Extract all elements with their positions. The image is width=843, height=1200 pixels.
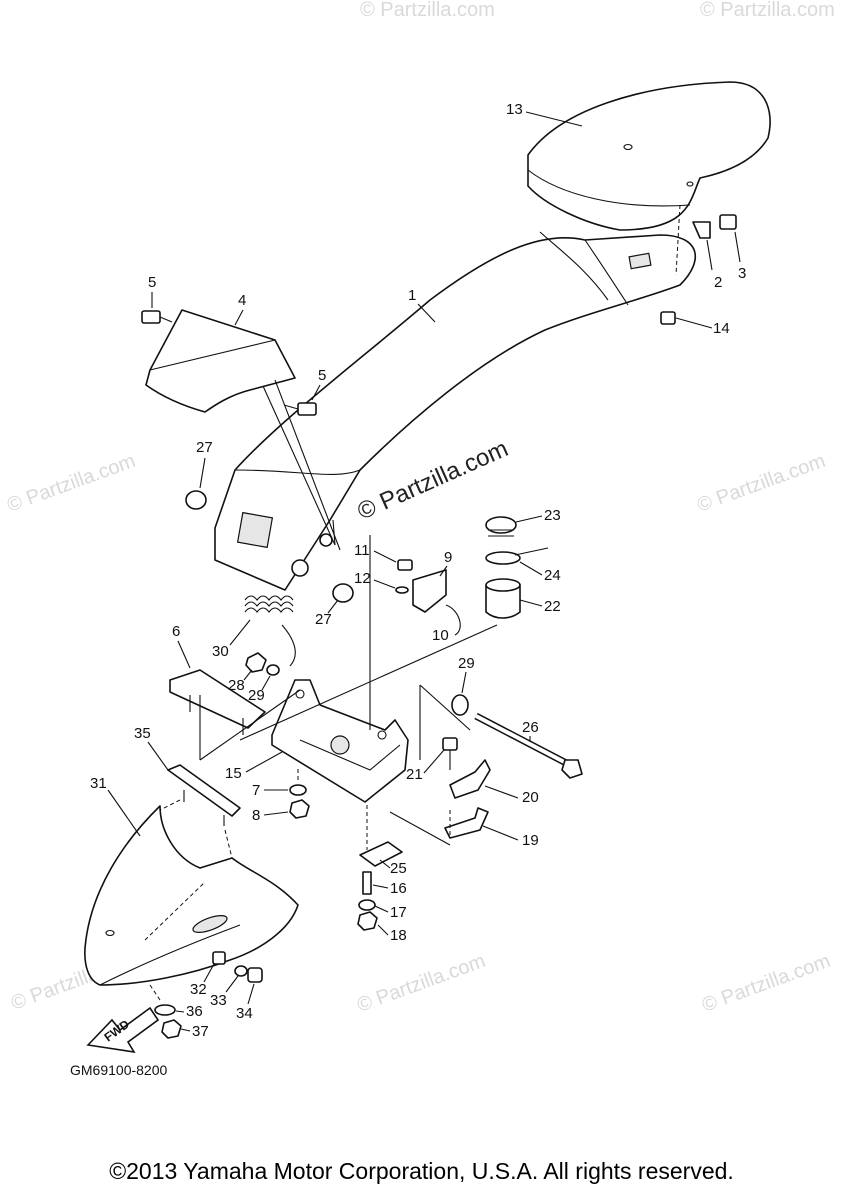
part-23-22-boot <box>485 516 549 619</box>
watermark-bottom-right: © Partzilla.com <box>699 950 833 1017</box>
watermark-left: © Partzilla.com <box>4 450 138 517</box>
callout-33: 33 <box>210 992 227 1009</box>
callout-22: 22 <box>544 598 561 615</box>
callout-20: 20 <box>522 789 539 806</box>
watermark-top-right: © Partzilla.com <box>700 0 835 21</box>
watermark-right: © Partzilla.com <box>694 450 828 517</box>
callout-7: 7 <box>252 782 260 799</box>
callout-14: 14 <box>713 320 730 337</box>
callout-2: 2 <box>714 274 722 291</box>
callout-27-bottom: 27 <box>315 611 332 628</box>
callouts: 1 2 3 4 5 5 6 7 8 9 10 11 12 13 14 15 16… <box>90 101 746 1040</box>
callout-3: 3 <box>738 265 746 282</box>
callout-19: 19 <box>522 832 539 849</box>
parts-25-16-17-18 <box>357 841 403 931</box>
callout-16: 16 <box>390 880 407 897</box>
callout-34: 34 <box>236 1005 253 1022</box>
callout-6: 6 <box>172 623 180 640</box>
callout-35: 35 <box>134 725 151 742</box>
nuts-washers <box>245 652 469 716</box>
callout-37: 37 <box>192 1023 209 1040</box>
part-35-strap <box>167 764 241 826</box>
part-15-bracket <box>271 679 409 803</box>
callout-18: 18 <box>390 927 407 944</box>
part-13-seat <box>527 81 771 231</box>
callout-24: 24 <box>544 567 561 584</box>
callout-8: 8 <box>252 807 260 824</box>
part-4-cover <box>145 309 296 413</box>
callout-29-right: 29 <box>458 655 475 672</box>
callout-1: 1 <box>408 287 416 304</box>
part-9-bracket <box>395 559 461 636</box>
callout-29-left: 29 <box>248 687 265 704</box>
copyright-notice: ©2013 Yamaha Motor Corporation, U.S.A. A… <box>109 1158 734 1184</box>
fwd-arrow-icon: FWD <box>86 1006 160 1054</box>
callout-36: 36 <box>186 1003 203 1020</box>
assembly-lines <box>149 204 681 1001</box>
callout-31: 31 <box>90 775 107 792</box>
callout-25: 25 <box>390 860 407 877</box>
callout-32: 32 <box>190 981 207 998</box>
callout-28: 28 <box>228 677 245 694</box>
part-30-spring <box>244 595 296 667</box>
part-26-bolt <box>474 712 583 779</box>
parts-32-37 <box>154 951 263 1039</box>
callout-27-top: 27 <box>196 439 213 456</box>
callout-11: 11 <box>354 542 370 559</box>
callout-30: 30 <box>212 643 229 660</box>
callout-23: 23 <box>544 507 561 524</box>
bushings-27 <box>185 490 354 603</box>
callout-10: 10 <box>432 627 449 644</box>
washer-nut-7-8 <box>289 784 310 819</box>
callout-15: 15 <box>225 765 242 782</box>
callout-13: 13 <box>506 101 523 118</box>
drawing-code: GM69100-8200 <box>70 1062 168 1078</box>
callout-26: 26 <box>522 719 539 736</box>
watermark-bottom-center: © Partzilla.com <box>354 950 488 1017</box>
callout-12: 12 <box>354 570 371 587</box>
callout-5-top: 5 <box>148 274 156 291</box>
screws-top <box>141 214 737 416</box>
callout-9: 9 <box>444 549 452 566</box>
callout-5-mid: 5 <box>318 367 326 384</box>
part-1-frame <box>214 231 696 591</box>
callout-4: 4 <box>238 292 246 309</box>
part-31-nose <box>84 805 299 986</box>
callout-21: 21 <box>406 766 423 783</box>
watermark-top-center: © Partzilla.com <box>360 0 495 21</box>
clips-19-20-21 <box>442 737 491 839</box>
callout-17: 17 <box>390 904 407 921</box>
